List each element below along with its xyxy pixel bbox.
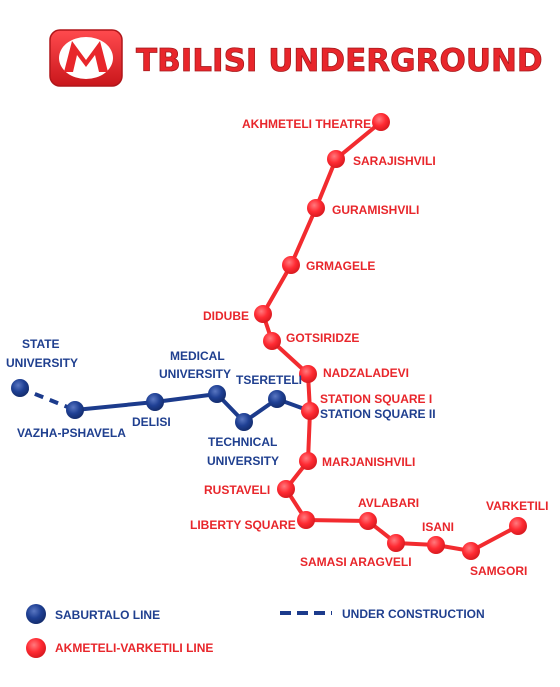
akhmeteli-varketili-line <box>261 120 519 553</box>
station-state-university[interactable] <box>11 379 29 397</box>
station-isani[interactable] <box>427 536 445 554</box>
label-samgori: SAMGORI <box>470 564 527 578</box>
label-isani: ISANI <box>422 520 454 534</box>
station-sarajishvili[interactable] <box>327 150 345 168</box>
label-didube: DIDUBE <box>203 309 249 323</box>
red-station-labels: AKHMETELI THEATRE SARAJISHVILI GURAMISHV… <box>190 117 548 578</box>
label-vazha-pshavela: VAZHA-PSHAVELA <box>17 426 126 440</box>
legend: SABURTALO LINE AKMETELI-VARKETILI LINE U… <box>26 604 485 658</box>
station-nadzaladevi[interactable] <box>299 365 317 383</box>
station-avlabari[interactable] <box>359 512 377 530</box>
label-marjanishvili: MARJANISHVILI <box>322 455 415 469</box>
blue-station-labels: STATE UNIVERSITY VAZHA-PSHAVELA DELISI M… <box>6 337 436 468</box>
label-sarajishvili: SARAJISHVILI <box>353 154 436 168</box>
label-state-university: UNIVERSITY <box>6 356 78 370</box>
label-rustaveli: RUSTAVELI <box>204 483 270 497</box>
label-gotsiridze: GOTSIRIDZE <box>286 331 359 345</box>
legend-saburtalo-label: SABURTALO LINE <box>55 608 160 622</box>
label-nadzaladevi: NADZALADEVI <box>323 366 409 380</box>
label-guramishvili: GURAMISHVILI <box>332 203 419 217</box>
label-samasi-aragveli: SAMASI ARAGVELI <box>300 555 412 569</box>
label-state: STATE <box>22 337 60 351</box>
legend-akhmeteli-label: AKMETELI-VARKETILI LINE <box>55 641 213 655</box>
label-station-square-1: STATION SQUARE I <box>320 392 432 406</box>
station-grmagele[interactable] <box>282 256 300 274</box>
station-akhmeteli-theatre[interactable] <box>372 113 390 131</box>
label-station-square-2: STATION SQUARE II <box>320 407 436 421</box>
station-technical-university[interactable] <box>235 413 253 431</box>
station-varketili[interactable] <box>509 517 527 535</box>
label-grmagele: GRMAGELE <box>306 259 375 273</box>
station-guramishvili[interactable] <box>307 199 325 217</box>
under-construction-segment <box>19 386 76 412</box>
blue-stations <box>11 379 286 431</box>
station-didube[interactable] <box>254 305 272 323</box>
label-technical: TECHNICAL <box>208 435 277 449</box>
station-medical-university[interactable] <box>208 385 226 403</box>
map-title: TBILISI UNDERGROUND <box>136 43 543 79</box>
legend-under-construction-label: UNDER CONSTRUCTION <box>342 607 485 621</box>
label-medical-university: UNIVERSITY <box>159 367 231 381</box>
label-avlabari: AVLABARI <box>358 496 419 510</box>
station-gotsiridze[interactable] <box>263 332 281 350</box>
label-technical-university: UNIVERSITY <box>207 454 279 468</box>
station-samasi-aragveli[interactable] <box>387 534 405 552</box>
station-tsereteli[interactable] <box>268 390 286 408</box>
station-delisi[interactable] <box>146 393 164 411</box>
station-vazha-pshavela[interactable] <box>66 401 84 419</box>
station-samgori[interactable] <box>462 542 480 560</box>
label-tsereteli: TSERETELI <box>236 373 302 387</box>
legend-saburtalo-dot <box>26 604 46 624</box>
station-station-square-1[interactable] <box>301 402 319 420</box>
station-rustaveli[interactable] <box>277 480 295 498</box>
station-marjanishvili[interactable] <box>299 452 317 470</box>
header: M TBILISI UNDERGROUND <box>49 29 543 87</box>
label-akhmeteli-theatre: AKHMETELI THEATRE <box>242 117 371 131</box>
station-liberty-square[interactable] <box>297 511 315 529</box>
label-varketili: VARKETILI <box>486 499 548 513</box>
metro-logo: M <box>49 29 123 87</box>
label-medical: MEDICAL <box>170 349 225 363</box>
red-stations <box>254 113 527 560</box>
label-liberty-square: LIBERTY SQUARE <box>190 518 296 532</box>
legend-akhmeteli-dot <box>26 638 46 658</box>
label-delisi: DELISI <box>132 415 171 429</box>
